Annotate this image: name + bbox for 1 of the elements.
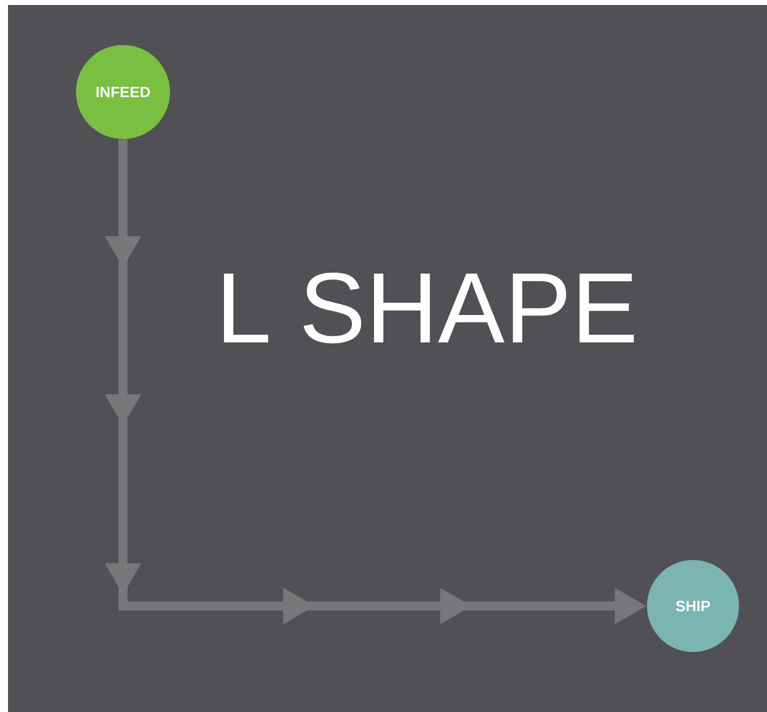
title: L SHAPE [224, 272, 634, 344]
